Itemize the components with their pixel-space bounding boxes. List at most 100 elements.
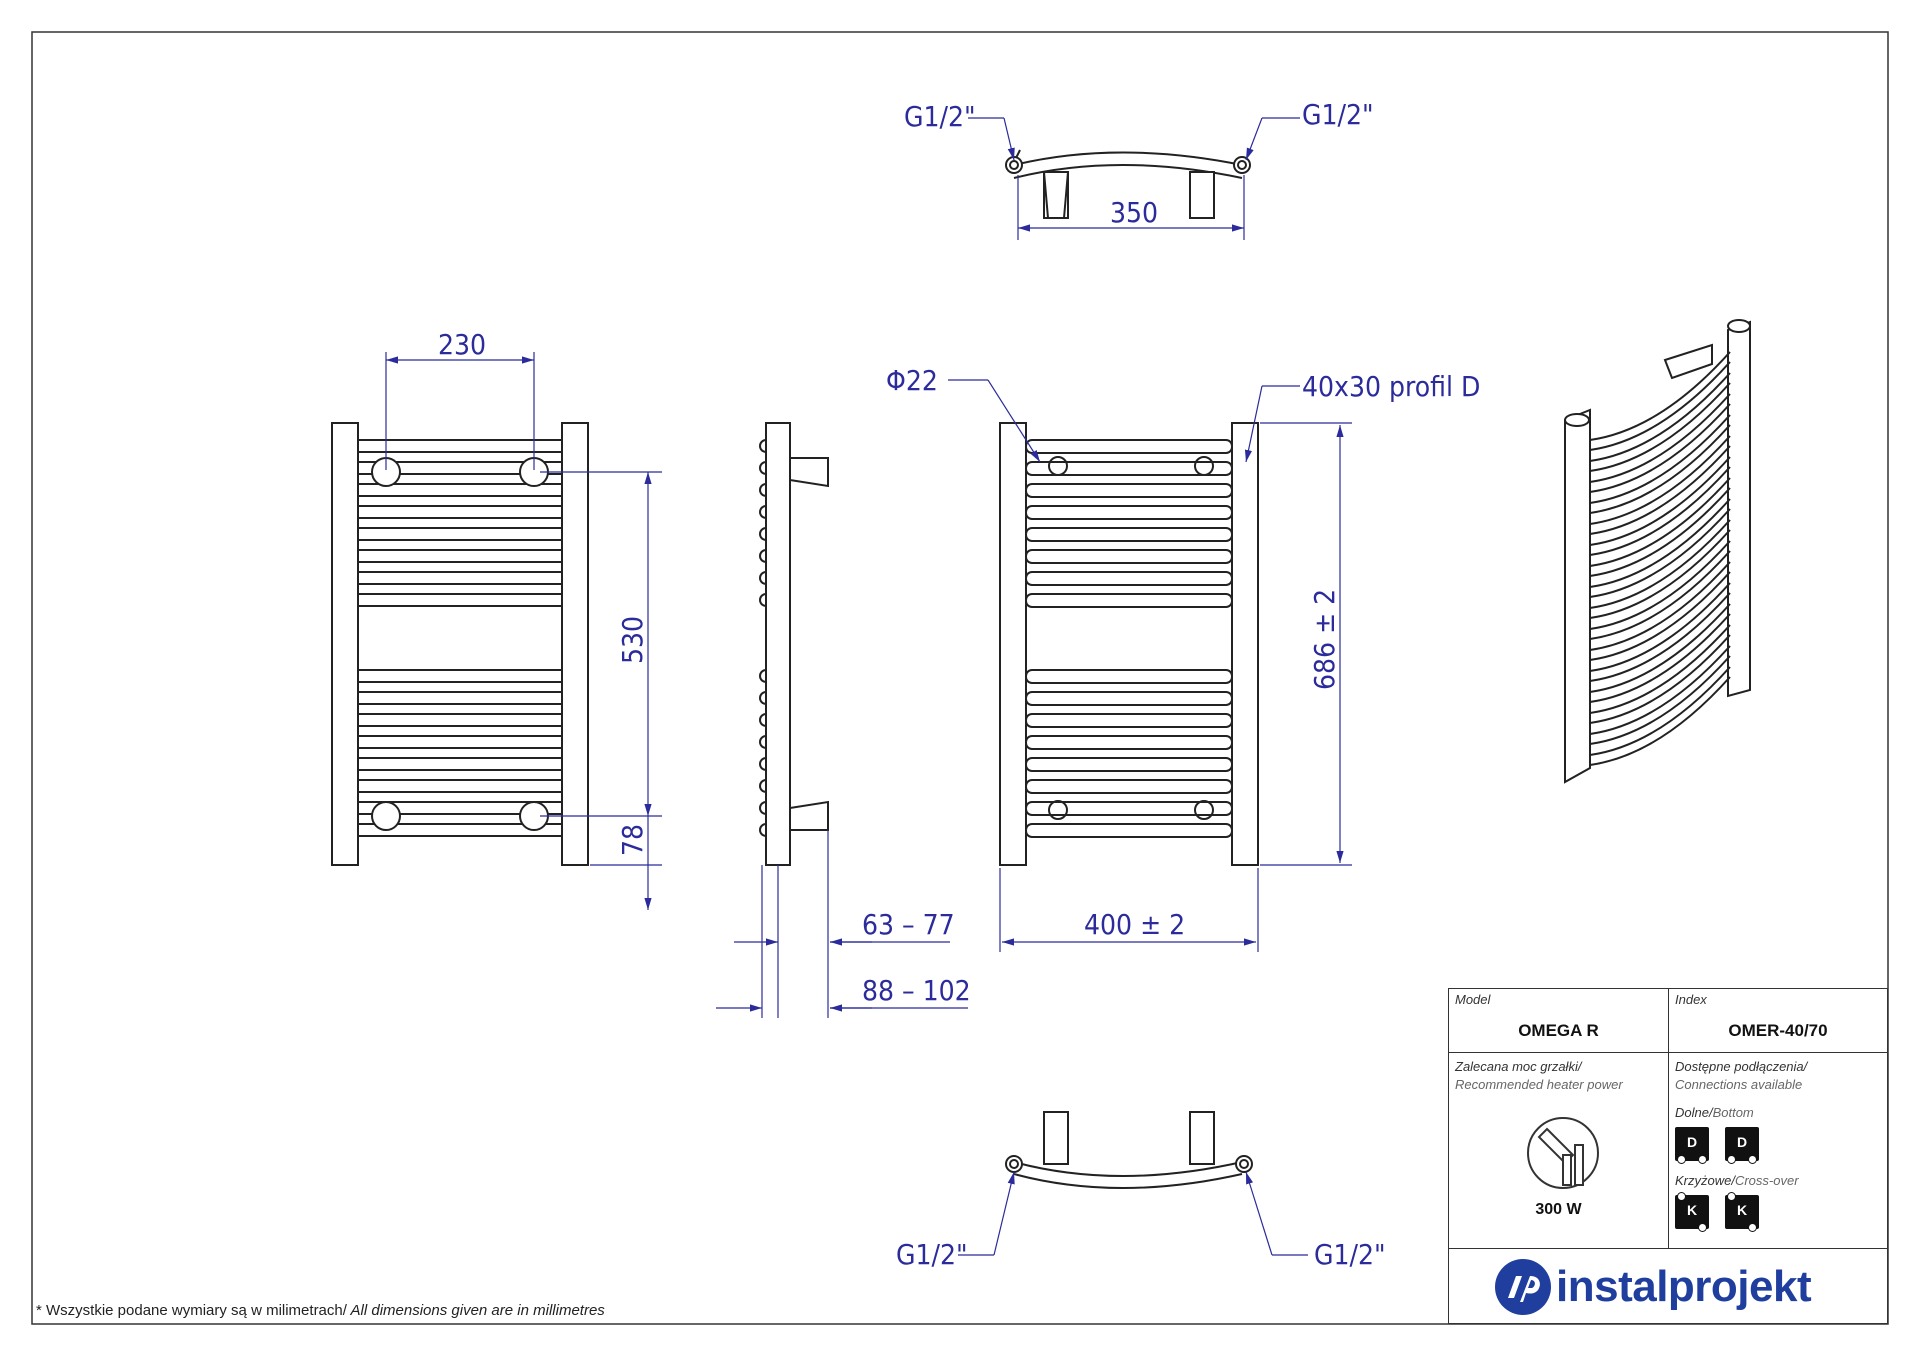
iso-bar xyxy=(1589,676,1731,766)
radiator-bar xyxy=(1025,505,1233,520)
page-frame xyxy=(31,31,1889,1325)
connections-cell: Dostępne podłączenia/ Connections availa… xyxy=(1669,1053,1887,1249)
radiator-bar xyxy=(357,801,563,815)
connection-badge-bottom-1: D xyxy=(1675,1127,1709,1164)
iso-bar xyxy=(1589,372,1731,462)
radiator-bar xyxy=(357,439,563,453)
radiator-bar xyxy=(357,823,563,837)
radiator-bar xyxy=(1025,571,1233,586)
radiator-bar xyxy=(357,527,563,541)
brand-name: instalprojekt xyxy=(1556,1262,1812,1311)
dim-profile: 40x30 profil D xyxy=(1302,370,1480,403)
bar-end xyxy=(759,549,767,563)
dim-height: 686 ± 2 xyxy=(1308,589,1341,690)
iso-bar xyxy=(1589,466,1731,556)
radiator-bar xyxy=(357,593,563,607)
radiator-bar xyxy=(1025,801,1233,816)
iso-bar xyxy=(1589,603,1731,693)
bar-end xyxy=(759,801,767,815)
bar-end xyxy=(759,461,767,475)
badge-letter: D xyxy=(1686,1134,1698,1150)
iso-bar xyxy=(1589,498,1731,588)
dim-top-right-connection: G1/2" xyxy=(1302,98,1374,131)
bar-end xyxy=(759,713,767,727)
dim-tube-diameter: Φ22 xyxy=(886,364,938,397)
radiator-bar xyxy=(357,735,563,749)
model-label: Model xyxy=(1455,992,1491,1007)
iso-bar xyxy=(1589,456,1731,546)
dim-width: 400 ± 2 xyxy=(1084,908,1185,941)
bottom-view xyxy=(1005,1111,1253,1189)
iso-bar xyxy=(1589,666,1731,756)
iso-bar xyxy=(1589,403,1731,493)
index-cell: Index OMER-40/70 xyxy=(1669,989,1887,1053)
cross-label-en: Cross-over xyxy=(1734,1173,1799,1188)
side-view xyxy=(759,422,829,866)
bar-end xyxy=(759,505,767,519)
iso-bar xyxy=(1589,561,1731,651)
bottom-connections-label: Dolne/Bottom xyxy=(1675,1105,1754,1120)
side-dims xyxy=(716,830,968,1018)
heater-icon xyxy=(1527,1117,1599,1189)
iso-bar xyxy=(1589,382,1731,472)
iso-bar xyxy=(1589,393,1731,483)
isometric-view xyxy=(1564,319,1751,784)
title-block: Model OMEGA R Index OMER-40/70 Zalecana … xyxy=(1448,988,1888,1324)
bar-end xyxy=(759,439,767,453)
index-label: Index xyxy=(1675,992,1707,1007)
bar-end xyxy=(759,571,767,585)
iso-bar xyxy=(1589,351,1731,441)
connection-badge-bottom-2: D xyxy=(1725,1127,1759,1164)
model-cell: Model OMEGA R xyxy=(1449,989,1669,1053)
connections-label-pl: Dostępne podłączenia/ xyxy=(1675,1059,1808,1074)
radiator-bar xyxy=(357,549,563,563)
radiator-bar xyxy=(1025,549,1233,564)
iso-bar xyxy=(1589,414,1731,504)
top-dims xyxy=(968,117,1300,240)
brand-logo-icon xyxy=(1495,1259,1551,1315)
badge-letter: K xyxy=(1686,1202,1698,1218)
bar-end xyxy=(759,735,767,749)
radiator-bar xyxy=(1025,757,1233,772)
radiator-bar xyxy=(357,461,563,475)
iso-bar xyxy=(1589,361,1731,451)
bottom-label-en: Bottom xyxy=(1712,1105,1754,1120)
radiator-bar xyxy=(1025,823,1233,838)
badge-letter: D xyxy=(1736,1134,1748,1150)
iso-bar xyxy=(1589,624,1731,714)
iso-bar xyxy=(1589,582,1731,672)
radiator-bar xyxy=(1025,713,1233,728)
bar-end xyxy=(759,823,767,837)
radiator-bar xyxy=(1025,691,1233,706)
iso-bar xyxy=(1589,592,1731,682)
iso-bar xyxy=(1589,487,1731,577)
radiator-bar xyxy=(1025,461,1233,476)
radiator-bar xyxy=(357,713,563,727)
cross-label-pl: Krzyżowe/ xyxy=(1675,1173,1735,1188)
footnote-en: All dimensions given are in millimetres xyxy=(346,1302,605,1319)
right-dims xyxy=(948,379,1352,952)
connection-badge-cross-2: K xyxy=(1725,1192,1759,1232)
iso-bar xyxy=(1589,634,1731,724)
bar-end xyxy=(759,669,767,683)
heater-power: 300 W xyxy=(1535,1201,1582,1218)
iso-bar xyxy=(1589,613,1731,703)
footnote: * Wszystkie podane wymiary są w milimetr… xyxy=(36,1302,605,1319)
iso-bar xyxy=(1589,540,1731,630)
radiator-bar xyxy=(1025,779,1233,794)
bar-end xyxy=(759,483,767,497)
radiator-bar xyxy=(357,779,563,793)
iso-bar xyxy=(1589,508,1731,598)
dim-bottom-offset: 78 xyxy=(616,824,649,856)
dim-bottom-right-connection: G1/2" xyxy=(1314,1238,1386,1271)
iso-bar xyxy=(1589,645,1731,735)
dim-axis-spacing: 230 xyxy=(438,328,486,361)
radiator-bar xyxy=(1025,483,1233,498)
index-value: OMER-40/70 xyxy=(1728,1021,1828,1040)
heater-label-pl: Zalecana moc grzałki/ xyxy=(1455,1059,1582,1074)
dim-vertical-spacing: 530 xyxy=(616,616,649,664)
bar-end xyxy=(759,757,767,771)
iso-bar xyxy=(1589,477,1731,567)
dim-bottom-left-connection: G1/2" xyxy=(896,1238,968,1271)
